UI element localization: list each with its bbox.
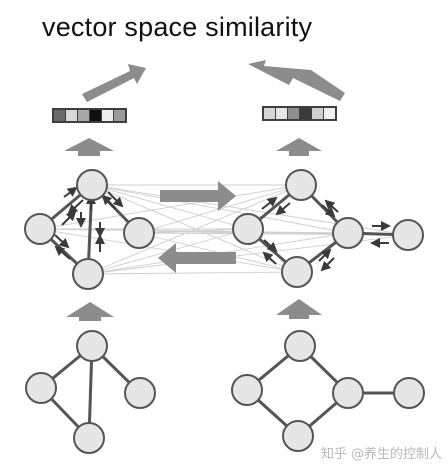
output-arrow-right (248, 60, 345, 101)
right-graph-propagation (232, 169, 424, 288)
diagram-title: vector space similarity (42, 12, 313, 42)
vector-cell (102, 110, 113, 121)
right-node-top (285, 169, 317, 201)
up-arrow-right-top (276, 138, 322, 156)
right-input-graph (231, 330, 425, 452)
up-arrow-right-bottom (276, 299, 322, 319)
vector-cell (312, 108, 323, 119)
left-node-bottom (72, 258, 104, 290)
vector-cell (114, 110, 125, 121)
vector-cell (288, 108, 299, 119)
right-node-left (232, 213, 264, 245)
up-arrow-left-bottom (66, 302, 114, 321)
vector-cell (276, 108, 287, 119)
vector-cell (264, 108, 275, 119)
vector-cell (90, 110, 101, 121)
cross-arrow-left (158, 243, 236, 273)
right-node-far (392, 219, 424, 251)
right-embedding-vector (262, 106, 337, 121)
watermark: 知乎 @养生的控制人 (320, 447, 442, 462)
left-input-graph (25, 330, 156, 454)
left-embedding-vector (52, 108, 127, 123)
right-node-bottom (281, 256, 313, 288)
left-node-left (24, 213, 56, 245)
left-node-right (123, 217, 155, 249)
cross-arrow-right (160, 181, 236, 211)
up-arrow-left-top (64, 138, 114, 156)
left-node-top (76, 169, 108, 201)
right-node-middle (332, 217, 364, 249)
left-graph-propagation (24, 169, 155, 290)
vector-cell (324, 108, 335, 119)
vector-cell (300, 108, 311, 119)
vector-cell (66, 110, 77, 121)
vector-cell (54, 110, 65, 121)
vector-cell (78, 110, 89, 121)
output-arrow-left (82, 64, 146, 102)
